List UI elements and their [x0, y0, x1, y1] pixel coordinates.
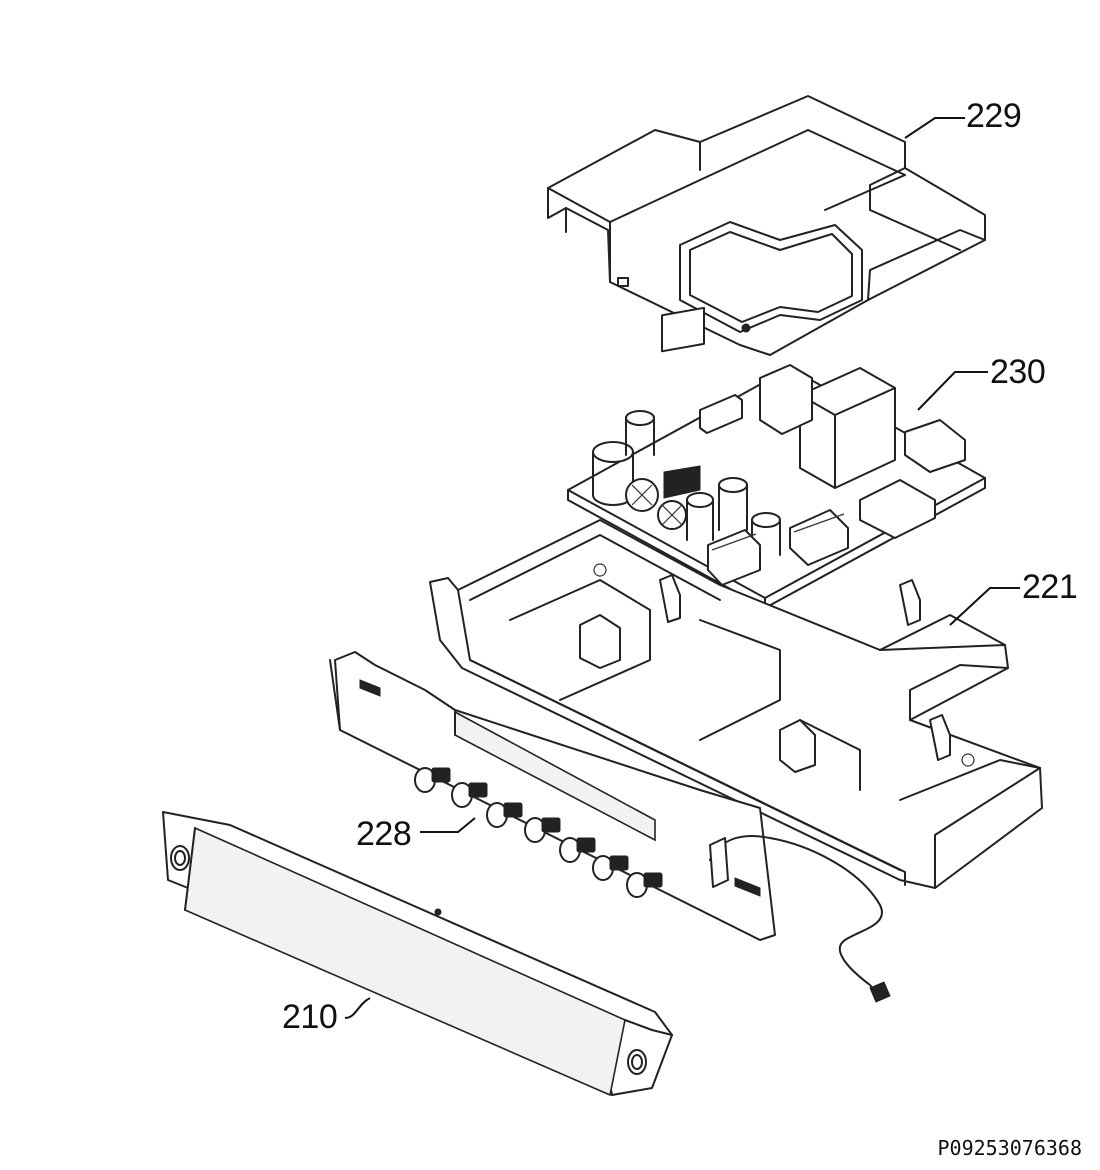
callout-230: 230	[990, 353, 1046, 391]
leader-228	[420, 817, 476, 833]
callout-210: 210	[282, 998, 338, 1036]
panel-210	[162, 811, 673, 1097]
control-board-228	[329, 651, 891, 1003]
leader-229	[904, 117, 965, 139]
leader-221	[949, 587, 1020, 626]
document-number: P09253076368	[937, 1136, 1083, 1160]
cover-229	[547, 95, 986, 356]
leader-230	[917, 371, 988, 411]
callout-221: 221	[1022, 568, 1078, 606]
knobs	[414, 767, 663, 898]
board-230	[567, 306, 986, 609]
housing-221	[429, 519, 1043, 889]
callout-228: 228	[356, 815, 412, 853]
callout-229: 229	[966, 97, 1022, 135]
leader-210	[344, 997, 371, 1019]
